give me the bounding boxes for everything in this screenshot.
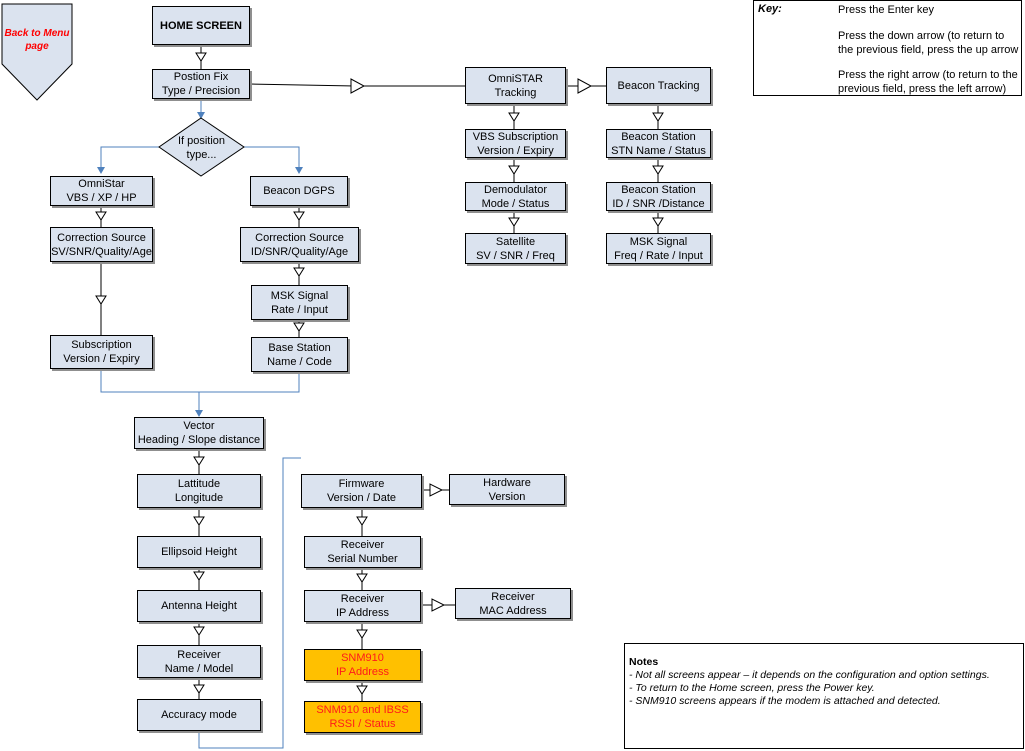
receiver-mac-box: Receiver MAC Address <box>455 588 571 619</box>
snm910-ibss-box: SNM910 and IBSS RSSI / Status <box>304 701 421 733</box>
back-to-menu-shape <box>1 3 73 101</box>
decision-label: If position type... <box>177 135 226 161</box>
key-down-text: Press the down arrow (to return to the p… <box>838 30 1019 56</box>
omnistar-tracking-box: OmniSTAR Tracking <box>465 67 566 104</box>
notes-item: - To return to the Home screen, press th… <box>629 682 875 694</box>
beacon-dgps-box: Beacon DGPS <box>250 176 348 206</box>
hardware-box: Hardware Version <box>449 474 565 505</box>
beacon-tracking-box: Beacon Tracking <box>606 67 711 104</box>
accuracy-mode-box: Accuracy mode <box>137 699 261 731</box>
correction-source-right-box: Correction Source ID/SNR/Quality/Age <box>240 227 359 262</box>
firmware-box: Firmware Version / Date <box>301 474 422 508</box>
msk-signal-rate-box: MSK Signal Rate / Input <box>251 285 348 320</box>
receiver-name-box: Receiver Name / Model <box>137 645 261 678</box>
notes-item: - SNM910 screens appears if the modem is… <box>629 695 941 707</box>
msk-signal-freq-box: MSK Signal Freq / Rate / Input <box>606 233 711 264</box>
omnistar-box: OmniStar VBS / XP / HP <box>50 176 153 206</box>
back-line-2: page <box>25 41 49 52</box>
vbs-subscription-box: VBS Subscription Version / Expiry <box>465 129 566 158</box>
beacon-station-stn-box: Beacon Station STN Name / Status <box>606 129 711 158</box>
demodulator-box: Demodulator Mode / Status <box>465 182 566 211</box>
key-title: Key: <box>758 3 782 15</box>
key-right-text: Press the right arrow (to return to the … <box>838 69 1018 95</box>
key-legend: Key: Press the Enter key Press the down … <box>753 0 1022 96</box>
snm910-ip-box: SNM910 IP Address <box>304 649 421 681</box>
correction-source-left-box: Correction Source SV/SNR/Quality/Age <box>50 227 153 262</box>
receiver-serial-box: Receiver Serial Number <box>304 536 421 568</box>
ellipsoid-height-box: Ellipsoid Height <box>137 536 261 568</box>
decision-diamond <box>158 117 245 177</box>
key-enter-text: Press the Enter key <box>838 4 934 16</box>
position-fix-box: Postion Fix Type / Precision <box>152 69 250 99</box>
back-to-menu-label[interactable]: Back to Menu page <box>2 27 72 53</box>
antenna-height-box: Antenna Height <box>137 590 261 622</box>
vector-box: Vector Heading / Slope distance <box>134 417 264 449</box>
satellite-box: Satellite SV / SNR / Freq <box>465 233 566 264</box>
back-line-1: Back to Menu <box>4 28 70 39</box>
home-screen-box: HOME SCREEN <box>152 6 250 45</box>
receiver-ip-box: Receiver IP Address <box>304 590 421 622</box>
notes-item: - Not all screens appear – it depends on… <box>629 669 990 681</box>
subscription-box: Subscription Version / Expiry <box>50 335 153 369</box>
notes-title: Notes <box>629 656 659 668</box>
beacon-station-id-box: Beacon Station ID / SNR /Distance <box>606 182 711 211</box>
notes-panel: Notes - Not all screens appear – it depe… <box>624 643 1024 749</box>
lattitude-box: Lattitude Longitude <box>137 474 261 508</box>
base-station-box: Base Station Name / Code <box>251 337 348 372</box>
